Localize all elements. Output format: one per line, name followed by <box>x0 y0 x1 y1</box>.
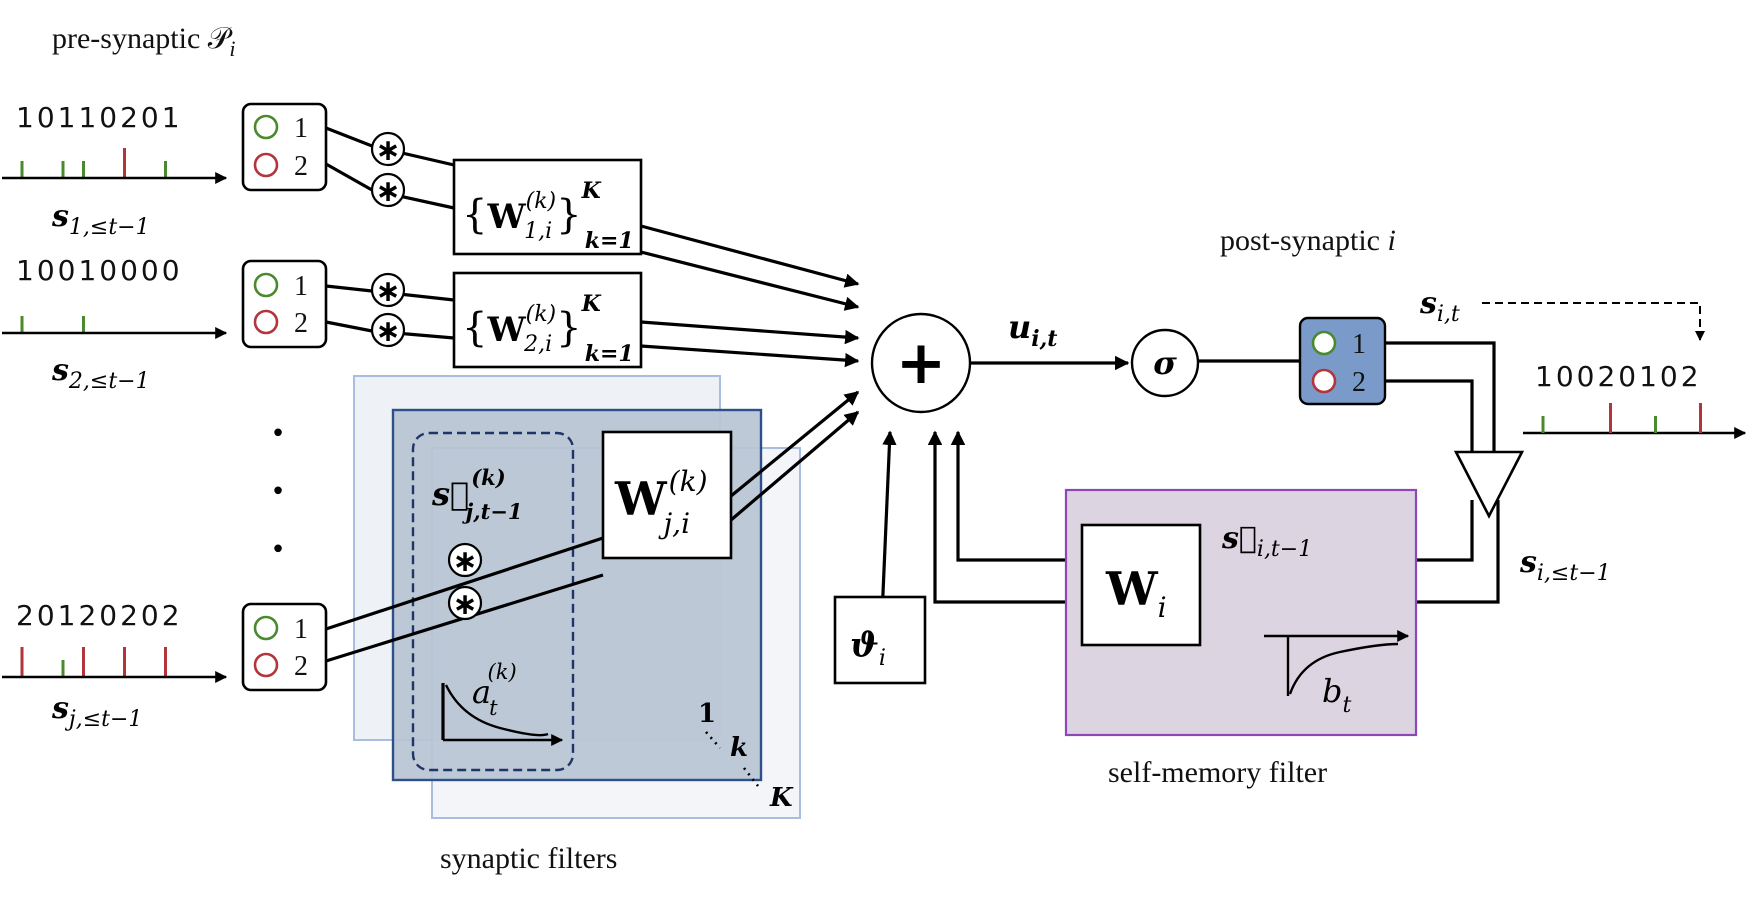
output-signal-label: si,t <box>1419 286 1460 327</box>
conv-node <box>370 172 406 208</box>
output-spike-train <box>1541 403 1702 437</box>
stack-index-mid: k <box>730 733 748 763</box>
output-sequence: 10020102 <box>1535 360 1702 393</box>
svg-text:1: 1 <box>294 614 308 645</box>
conv-symbol: ∗ <box>375 314 400 349</box>
stack-index-last: K <box>769 783 794 813</box>
input-spike-trains <box>20 148 167 681</box>
wire-in2-sum-a <box>640 320 860 345</box>
input-j-channels: 1 2 <box>241 602 328 692</box>
weight-box-j <box>601 430 733 560</box>
self-trace-label: s⃖i,t−1 <box>1221 521 1312 562</box>
input-1-sequence: 10110201 <box>16 101 183 134</box>
input-j-sequence: 20120202 <box>16 599 183 632</box>
wire-inj-sum-b <box>729 410 860 522</box>
wire-out-ch1 <box>1385 341 1496 452</box>
wire-in1-sum-b <box>640 250 860 311</box>
sum-symbol: + <box>896 328 946 398</box>
svg-text:2: 2 <box>294 651 308 682</box>
conv-node <box>447 585 483 621</box>
activation-symbol: σ <box>1153 344 1177 382</box>
input-1-channels: 1 2 <box>241 102 328 192</box>
svg-text:1: 1 <box>294 113 308 144</box>
input-1-signal: s1,≤t−1 <box>51 199 150 240</box>
self-memory-filter-caption: self-memory filter <box>1108 756 1327 789</box>
kernel-a-label: at(k) <box>472 660 517 720</box>
weight-set-box-2 <box>452 271 643 369</box>
conv-symbol: ∗ <box>452 544 477 579</box>
svg-text:2: 2 <box>294 308 308 339</box>
synaptic-filters-caption: synaptic filters <box>440 842 617 875</box>
ellipsis-dot: • <box>270 477 285 507</box>
svg-text:2: 2 <box>294 151 308 182</box>
conv-symbol: ∗ <box>452 587 477 622</box>
svg-text:1: 1 <box>294 271 308 302</box>
input-2-channels: 1 2 <box>241 259 328 349</box>
conv-symbol: ∗ <box>375 274 400 309</box>
ellipsis-dot: • <box>270 419 285 449</box>
bias-label: ϑi <box>850 625 886 671</box>
wire-in2-sum-b <box>640 344 860 368</box>
output-history-label: si,≤t−1 <box>1519 545 1611 586</box>
svg-text:2: 2 <box>1352 367 1366 398</box>
activation-node <box>1130 328 1200 398</box>
kernel-b-label: bt <box>1322 672 1351 718</box>
wire-out-ch2 <box>1385 379 1474 452</box>
presynaptic-title: pre-synaptic 𝒫i <box>52 22 236 61</box>
conv-node <box>447 542 483 578</box>
wire-output-dashed <box>1482 302 1705 341</box>
conv-node <box>370 312 406 348</box>
wire-feedback-1 <box>950 430 1082 562</box>
kernel-a-plot <box>441 683 564 746</box>
self-weight-box <box>1080 523 1202 647</box>
conv-symbol: ∗ <box>375 174 400 209</box>
trace-s-label: s⃗(k)j,t−1 <box>431 465 522 524</box>
bias-box <box>833 595 927 685</box>
conv-node <box>370 131 406 167</box>
wire-inj-sum-a <box>729 390 860 498</box>
conv-node <box>370 272 406 308</box>
wire-inj-ch1 <box>325 536 604 631</box>
svg-text:1: 1 <box>1352 329 1366 360</box>
merge-triangle <box>1453 450 1525 519</box>
weight-j-label: W(k)j,i <box>614 465 708 540</box>
membrane-label: ui,t <box>1008 308 1057 352</box>
self-weight-label: Wi <box>1105 562 1167 624</box>
output-channels: 1 2 <box>1298 316 1387 406</box>
sum-node <box>870 312 972 414</box>
ellipsis-dot: • <box>270 535 285 565</box>
kernel-b-plot <box>1264 630 1410 696</box>
postsynaptic-title: post-synaptic i <box>1220 224 1396 257</box>
wire-feedback-2 <box>927 430 1082 604</box>
input-j-signal: sj,≤t−1 <box>51 691 142 732</box>
input-2-sequence: 10010000 <box>16 254 183 287</box>
input-2-signal: s2,≤t−1 <box>51 353 150 394</box>
wire-bias-sum <box>880 430 897 617</box>
conv-symbol: ∗ <box>375 133 400 168</box>
weight-set-box-1 <box>452 158 643 256</box>
wire-in1-sum-a <box>640 224 860 288</box>
stack-index-first: 1 <box>698 699 716 729</box>
